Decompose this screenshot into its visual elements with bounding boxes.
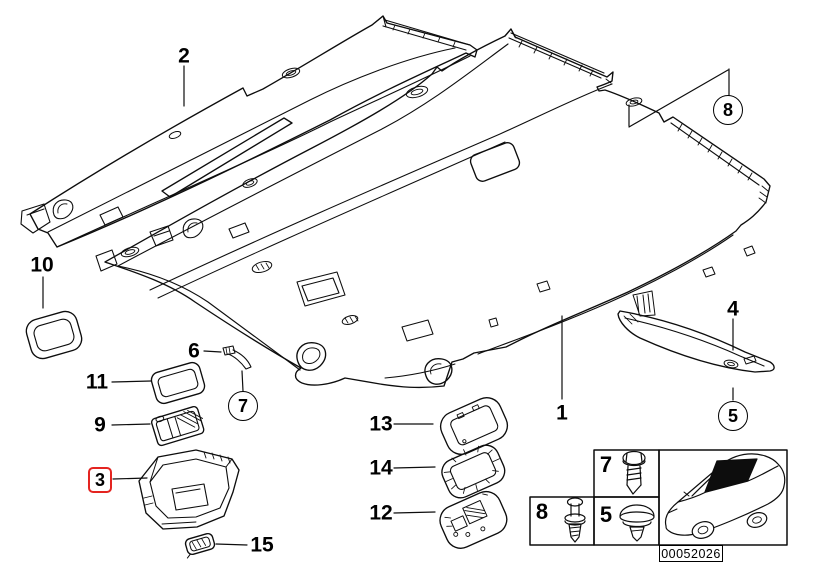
legend-item-8-label[interactable]: 8 [535, 499, 549, 524]
callout-7[interactable]: 7 [228, 391, 258, 421]
callout-12[interactable]: 12 [369, 501, 393, 525]
frame-bezel-drawing [150, 361, 206, 405]
gasket-ring-drawing [25, 310, 83, 360]
legend-item-7-label[interactable]: 7 [599, 452, 613, 477]
headlining-panel-1-drawing [95, 28, 771, 389]
screw-icon [622, 450, 646, 495]
trim-clip-icon [619, 504, 655, 542]
headlining-panel-2-drawing [20, 15, 478, 248]
callout-8[interactable]: 8 [713, 95, 743, 125]
callout-13[interactable]: 13 [369, 412, 393, 436]
callout-11[interactable]: 11 [85, 370, 109, 394]
lamp-housing-drawing [439, 490, 508, 549]
legend-item-5-label[interactable]: 5 [599, 502, 613, 527]
callout-10[interactable]: 10 [30, 253, 54, 277]
callout-14[interactable]: 14 [369, 456, 393, 480]
bracket-drawing [222, 345, 252, 370]
callout-9[interactable]: 9 [94, 413, 106, 437]
callout-2[interactable]: 2 [178, 44, 190, 68]
expanding-rivet-icon [564, 497, 586, 543]
callout-leader-lines [42, 65, 734, 546]
car-coupe-thumbnail [664, 453, 786, 539]
sensor-cover-drawing [184, 532, 216, 559]
image-number-plate: 00052026 [659, 545, 723, 562]
roof-console-drawing [138, 449, 240, 530]
callout-3[interactable]: 3 [87, 467, 113, 493]
callout-4[interactable]: 4 [727, 297, 739, 321]
tension-moulding-drawing [617, 290, 775, 373]
callout-1[interactable]: 1 [556, 401, 568, 425]
legend-grid [529, 449, 788, 546]
callout-6[interactable]: 6 [188, 339, 200, 363]
callout-5[interactable]: 5 [718, 401, 748, 431]
switch-cover-drawing [150, 405, 205, 447]
lamp-seal-drawing [441, 444, 506, 499]
callout-15[interactable]: 15 [250, 533, 274, 557]
